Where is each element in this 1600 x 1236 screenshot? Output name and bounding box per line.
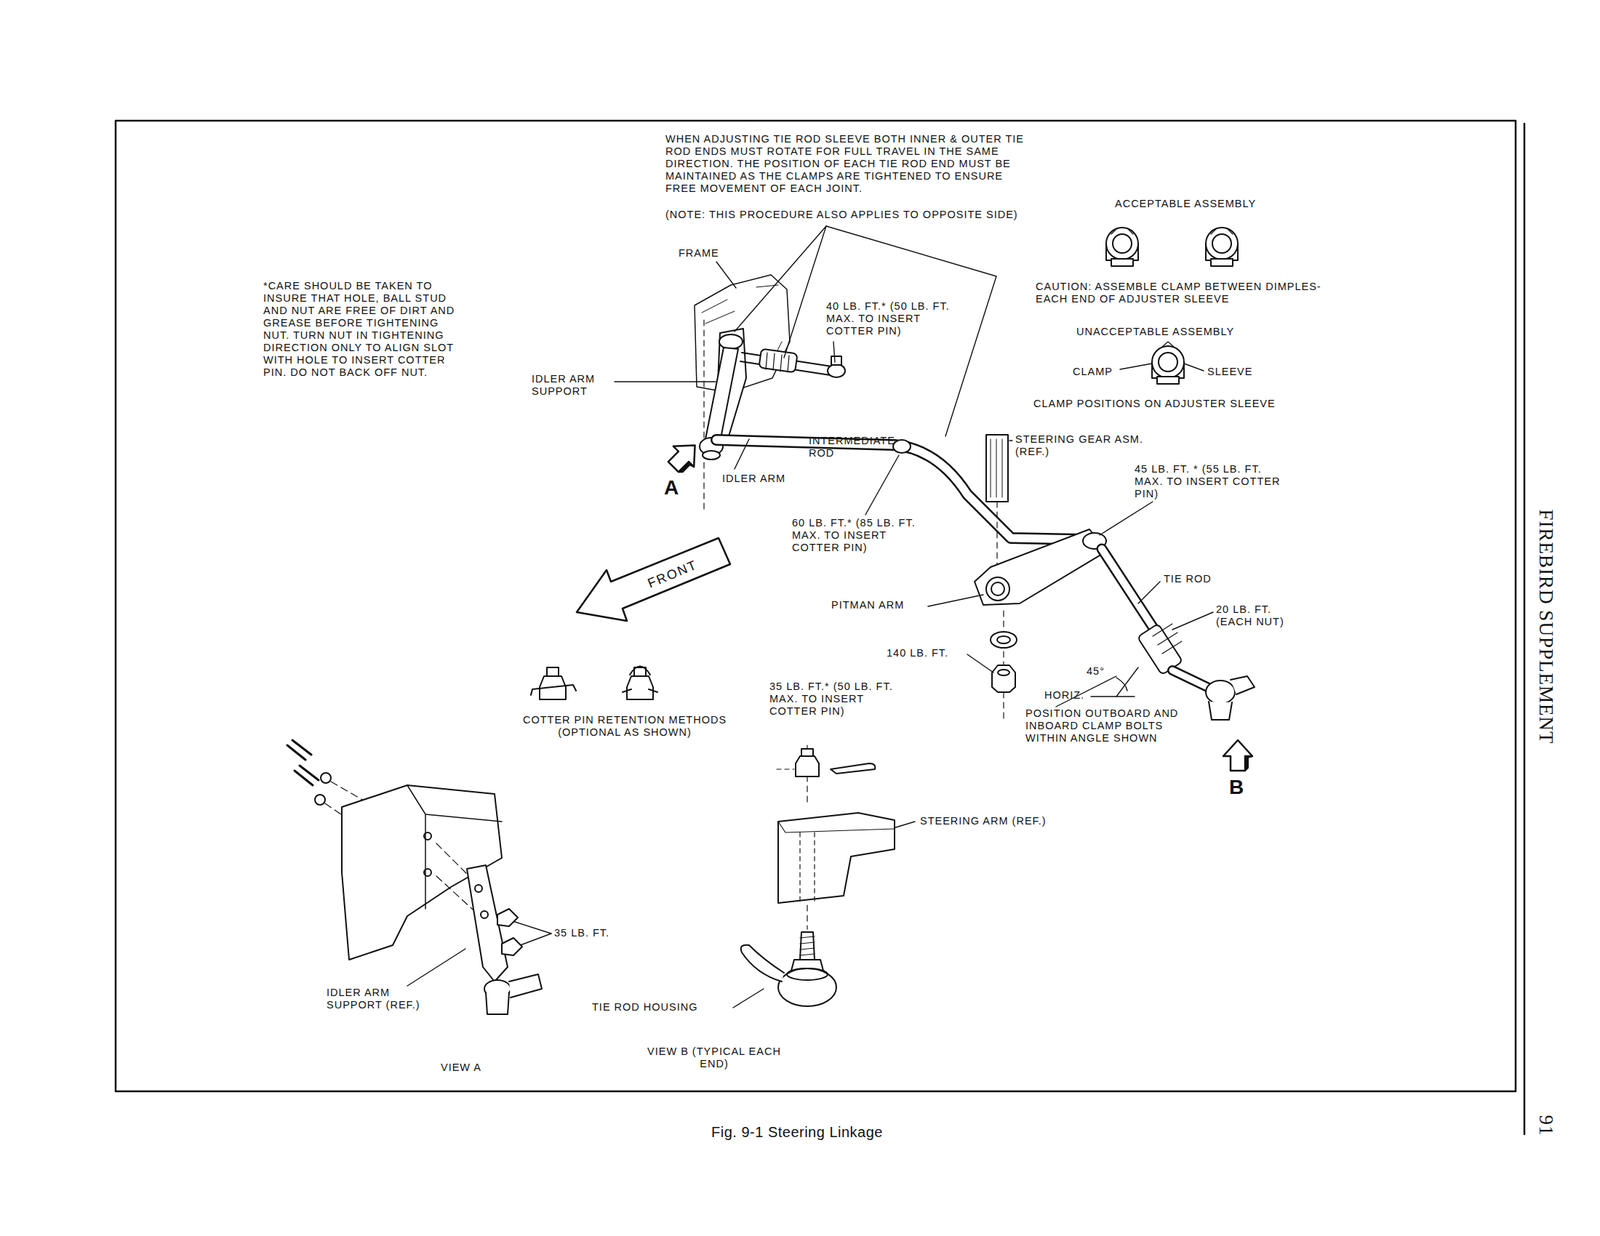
angle-label: HORIZ.: [1044, 689, 1085, 702]
torque-value: 35 LB. FT.* (50 LB. FT. MAX. TO INSERT C…: [769, 680, 915, 718]
part-label: FRAME: [678, 247, 720, 260]
view-title: VIEW A: [440, 1061, 482, 1075]
page-number: 91: [1535, 1115, 1558, 1137]
angle-label: 45°: [1086, 665, 1105, 678]
view-arrow: [1223, 740, 1253, 771]
torque-value: 40 LB. FT.* (50 LB. FT. MAX. TO INSERT C…: [826, 300, 972, 338]
part-label: STEERING GEAR ASM. (REF.): [1015, 433, 1154, 459]
castle-nuts: [530, 666, 658, 701]
part-label: STEERING ARM (REF.): [920, 815, 1047, 828]
caution-note: CAUTION: ASSEMBLE CLAMP BETWEEN DIMPLES-…: [1035, 280, 1349, 306]
procedure-note: (NOTE: THIS PROCEDURE ALSO APPLIES TO OP…: [665, 208, 1019, 222]
procedure-note: WHEN ADJUSTING TIE ROD SLEEVE BOTH INNER…: [665, 133, 1030, 195]
torque-value: 45 LB. FT. * (55 LB. FT. MAX. TO INSERT …: [1134, 463, 1291, 501]
side-rule: [1523, 123, 1526, 1135]
part-label: PITMAN ARM: [831, 599, 904, 612]
part-label: IDLER ARM: [722, 472, 786, 486]
clamp-symbols: [1106, 227, 1238, 384]
view-letter: A: [664, 477, 680, 499]
view-letter: B: [1229, 776, 1245, 799]
part-label: SLEEVE: [1207, 365, 1253, 379]
clamp-heading: UNACCEPTABLE ASSEMBLY: [1076, 325, 1235, 339]
part-label: TIE ROD HOUSING: [592, 1001, 699, 1014]
running-header: FIREBIRD SUPPLEMENT: [1535, 509, 1558, 745]
view-b-joint: [741, 745, 895, 1007]
clamp-heading: CLAMP POSITIONS ON ADJUSTER SLEEVE: [1033, 397, 1276, 411]
part-label: IDLER ARM SUPPORT (REF.): [326, 986, 443, 1012]
leader-lines: [407, 226, 1214, 1008]
part-label: CLAMP: [1072, 365, 1113, 379]
view-title: VIEW B (TYPICAL EACH END): [641, 1045, 787, 1071]
method-note: COTTER PIN RETENTION METHODS (OPTIONAL A…: [501, 714, 749, 739]
care-note: *CARE SHOULD BE TAKEN TO INSURE THAT HOL…: [263, 280, 467, 379]
torque-value: 20 LB. FT. (EACH NUT): [1216, 603, 1311, 629]
clamp-heading: ACCEPTABLE ASSEMBLY: [1114, 197, 1256, 211]
view-a-bracket: [287, 740, 542, 1015]
torque-value: 60 LB. FT.* (85 LB. FT. MAX. TO INSERT C…: [792, 517, 938, 555]
figure-caption: Fig. 9-1 Steering Linkage: [711, 1123, 883, 1142]
figure-border: [115, 120, 1516, 1092]
part-label: IDLER ARM SUPPORT: [531, 373, 612, 398]
direction-label: FRONT: [645, 558, 699, 590]
torque-value: 35 LB. FT.: [554, 927, 610, 940]
part-label: INTERMEDIATE ROD: [808, 434, 918, 460]
front-arrow: [576, 538, 731, 622]
view-arrow: [663, 434, 706, 478]
main-linkage: [694, 274, 1255, 720]
torque-value: 140 LB. FT.: [886, 647, 949, 660]
part-label: TIE ROD: [1163, 573, 1212, 586]
clamp-note: POSITION OUTBOARD AND INBOARD CLAMP BOLT…: [1025, 707, 1193, 745]
